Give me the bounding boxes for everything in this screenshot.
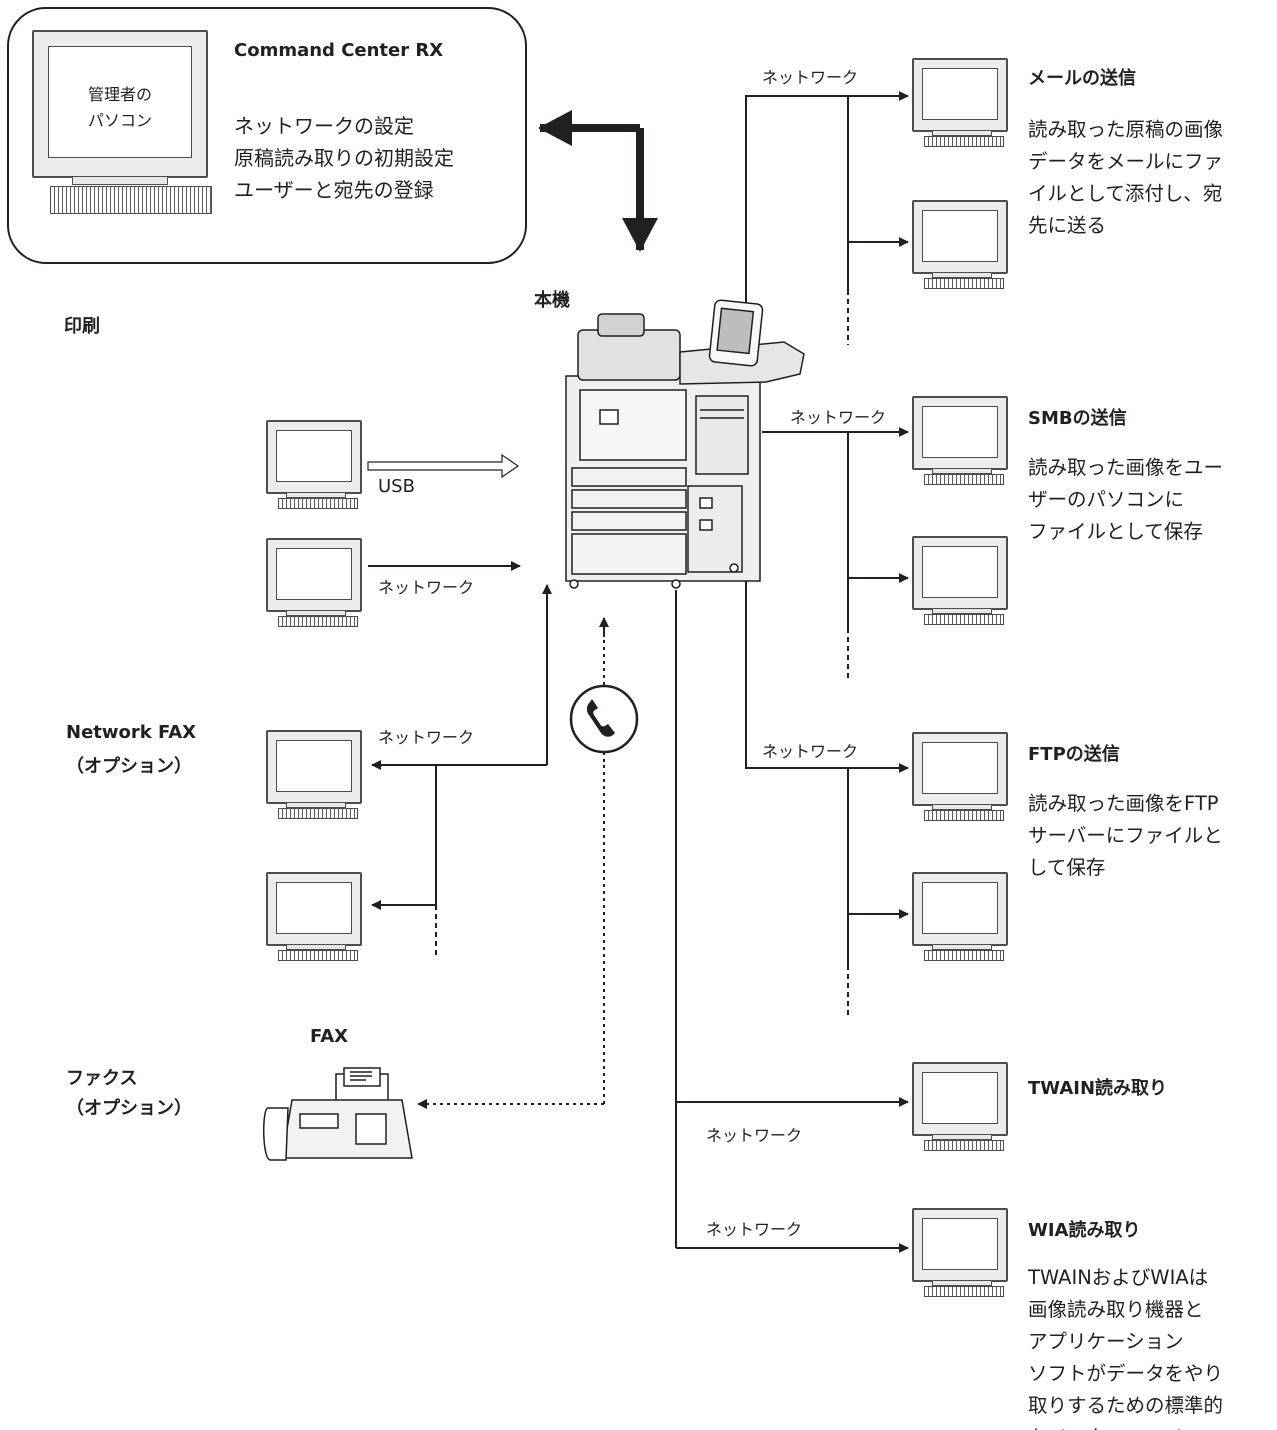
wia-desc: TWAINおよびWIAは 画像読み取り機器と アプリケーション ソフトがデータを…	[1028, 1266, 1224, 1430]
email-network-arrow	[745, 91, 909, 308]
phone-icon	[569, 684, 639, 754]
twain-title: TWAIN読み取り	[1028, 1078, 1168, 1099]
computer-icon	[912, 1062, 1012, 1152]
admin-line-3: ユーザーと宛先の登録	[234, 178, 434, 202]
network-label: ネットワーク	[378, 578, 475, 597]
admin-title: Command Center RX	[234, 40, 444, 61]
computer-icon	[912, 396, 1012, 486]
fax-icon	[262, 1067, 413, 1161]
computer-icon	[912, 536, 1012, 626]
usb-arrow	[367, 453, 520, 479]
computer-icon	[912, 1208, 1012, 1298]
computer-icon	[912, 732, 1012, 822]
email-send-desc: 読み取った原稿の画像 データをメールにファ イルとして添付し、宛 先に送る	[1028, 118, 1224, 237]
printer-icon	[565, 299, 805, 589]
computer-icon	[912, 58, 1012, 148]
smb-send-title: SMBの送信	[1028, 408, 1127, 429]
ftp-network-arrow	[745, 478, 909, 773]
admin-line-2: 原稿読み取りの初期設定	[234, 146, 454, 170]
network-fax-option: （オプション）	[66, 756, 192, 777]
network-label: ネットワーク	[378, 728, 475, 747]
ftp-send-title: FTPの送信	[1028, 744, 1120, 765]
fax-section-title: ファクス	[66, 1068, 138, 1089]
network-label: ネットワーク	[762, 742, 859, 761]
computer-icon	[266, 872, 366, 962]
computer-icon	[32, 30, 212, 220]
network-label: ネットワーク	[706, 1126, 803, 1145]
admin-pc-label: 管理者の パソコン	[87, 85, 152, 130]
computer-icon	[266, 730, 366, 820]
machine-label: 本機	[534, 290, 570, 311]
computer-icon	[912, 872, 1012, 962]
smb-send-desc: 読み取った画像をユー ザーのパソコンに ファイルとして保存	[1028, 456, 1224, 543]
network-label: ネットワーク	[706, 1220, 803, 1239]
ftp-send-desc: 読み取った画像をFTP サーバーにファイルと して保存	[1028, 792, 1223, 879]
computer-icon	[266, 420, 366, 510]
network-fax-title: Network FAX	[66, 722, 197, 743]
wia-title: WIA読み取り	[1028, 1220, 1141, 1241]
admin-line-1: ネットワークの設定	[234, 114, 414, 138]
computer-icon	[266, 538, 366, 628]
fax-section-option: （オプション）	[66, 1098, 192, 1119]
fax-label: FAX	[310, 1026, 349, 1047]
usb-label: USB	[378, 476, 415, 497]
print-section-label: 印刷	[64, 316, 100, 337]
network-label: ネットワーク	[762, 68, 859, 87]
network-label: ネットワーク	[790, 408, 887, 427]
computer-icon	[912, 200, 1012, 290]
email-send-title: メールの送信	[1028, 68, 1136, 89]
